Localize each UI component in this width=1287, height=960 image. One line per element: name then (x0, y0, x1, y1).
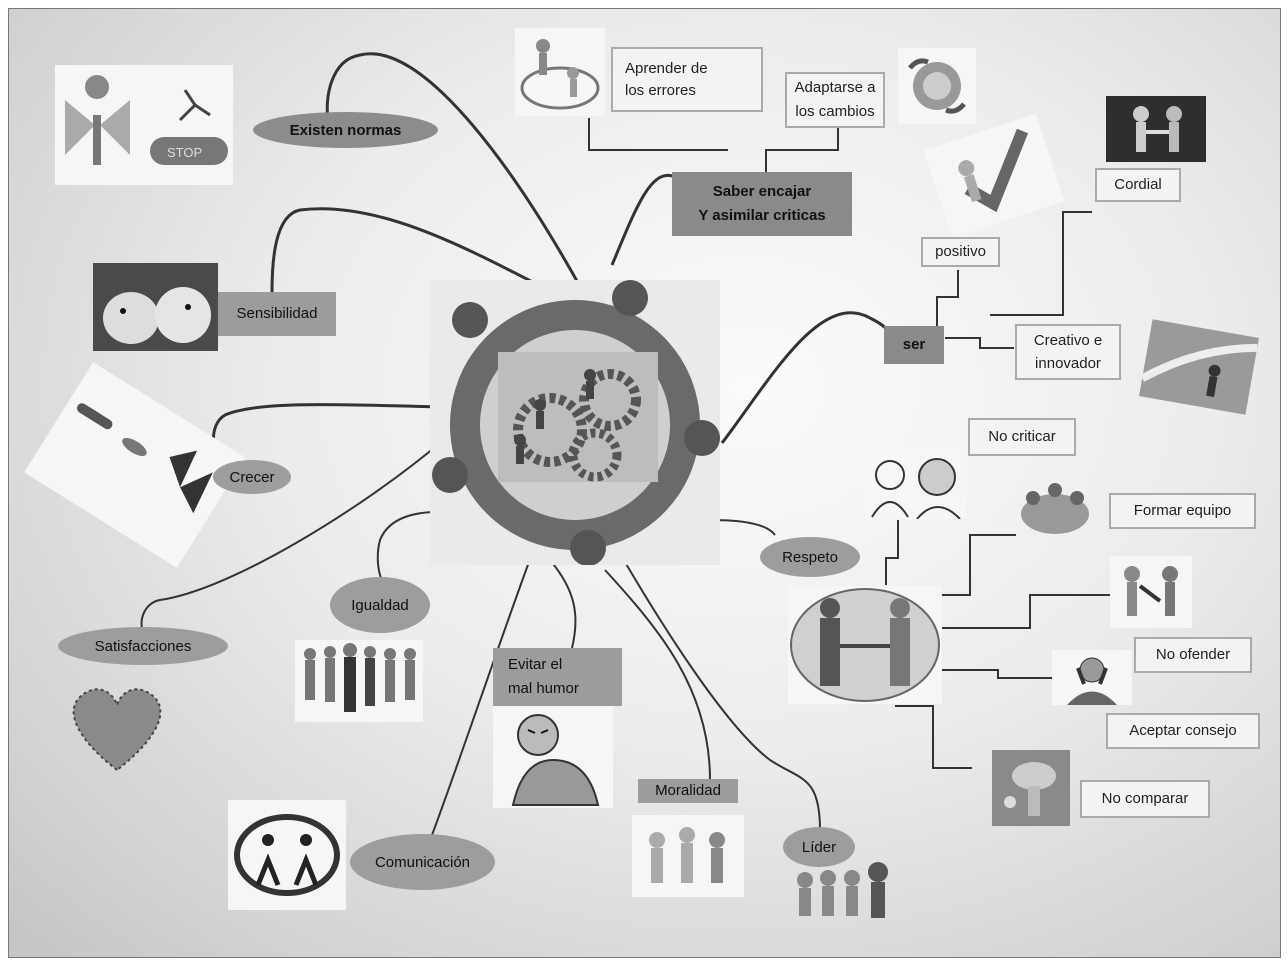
crowd-people-image (295, 640, 423, 722)
checkmark-figure-image (923, 114, 1065, 238)
crecer-node: Crecer (213, 460, 291, 494)
cordial-node: Cordial (1095, 168, 1181, 202)
evitar-mal-humor-node: Evitar el mal humor (493, 648, 622, 706)
igualdad-node: Igualdad (330, 577, 430, 633)
people-group-image (632, 815, 744, 897)
central-topic-image (430, 280, 720, 565)
butterfly-metamorphosis-image (24, 362, 246, 568)
heart-butterflies-image (62, 670, 172, 780)
sensibilidad-node: Sensibilidad (218, 292, 336, 336)
satisfacciones-node: Satisfacciones (58, 627, 228, 665)
aprender-errores-node: Aprender de los errores (611, 47, 763, 112)
formar-equipo-node: Formar equipo (1109, 493, 1256, 529)
no-criticar-node: No criticar (968, 418, 1076, 456)
svg-text:STOP: STOP (167, 145, 202, 160)
comunicacion-node: Comunicación (350, 834, 495, 890)
butterfly-stop-image: STOP (55, 65, 233, 185)
team-leader-figures-image (790, 858, 895, 928)
no-comparar-node: No comparar (1080, 780, 1210, 818)
two-men-sketch-image (862, 447, 967, 519)
people-on-gears-icon (432, 280, 720, 565)
creativo-innovador-node: Creativo e innovador (1015, 324, 1121, 380)
team-circle-image (1013, 476, 1097, 544)
no-ofender-node: No ofender (1134, 637, 1252, 673)
maze-person-image (515, 28, 605, 116)
hamsters-image (93, 263, 218, 351)
no-offend-figures-image (1110, 556, 1192, 628)
ser-node: ser (884, 326, 944, 364)
handshake-figures-image (1106, 96, 1206, 162)
lider-node: Líder (783, 827, 855, 867)
adaptarse-cambios-node: Adaptarse a los cambios (785, 72, 885, 128)
positivo-node: positivo (921, 237, 1000, 267)
moralidad-node: Moralidad (638, 779, 738, 803)
respeto-node: Respeto (760, 537, 860, 577)
angry-man-cartoon-image (493, 705, 613, 808)
globe-hands-image (898, 48, 976, 124)
innovation-light-image (1139, 319, 1259, 415)
people-handshake-image (788, 586, 942, 704)
existen-normas-node: Existen normas (253, 112, 438, 148)
stressed-man-image (1052, 650, 1132, 705)
saber-encajar-node: Saber encajar Y asimilar criticas (672, 172, 852, 236)
aceptar-consejo-node: Aceptar consejo (1106, 713, 1260, 749)
communication-figures-image (228, 800, 346, 910)
mushroom-figures-image (992, 750, 1070, 826)
